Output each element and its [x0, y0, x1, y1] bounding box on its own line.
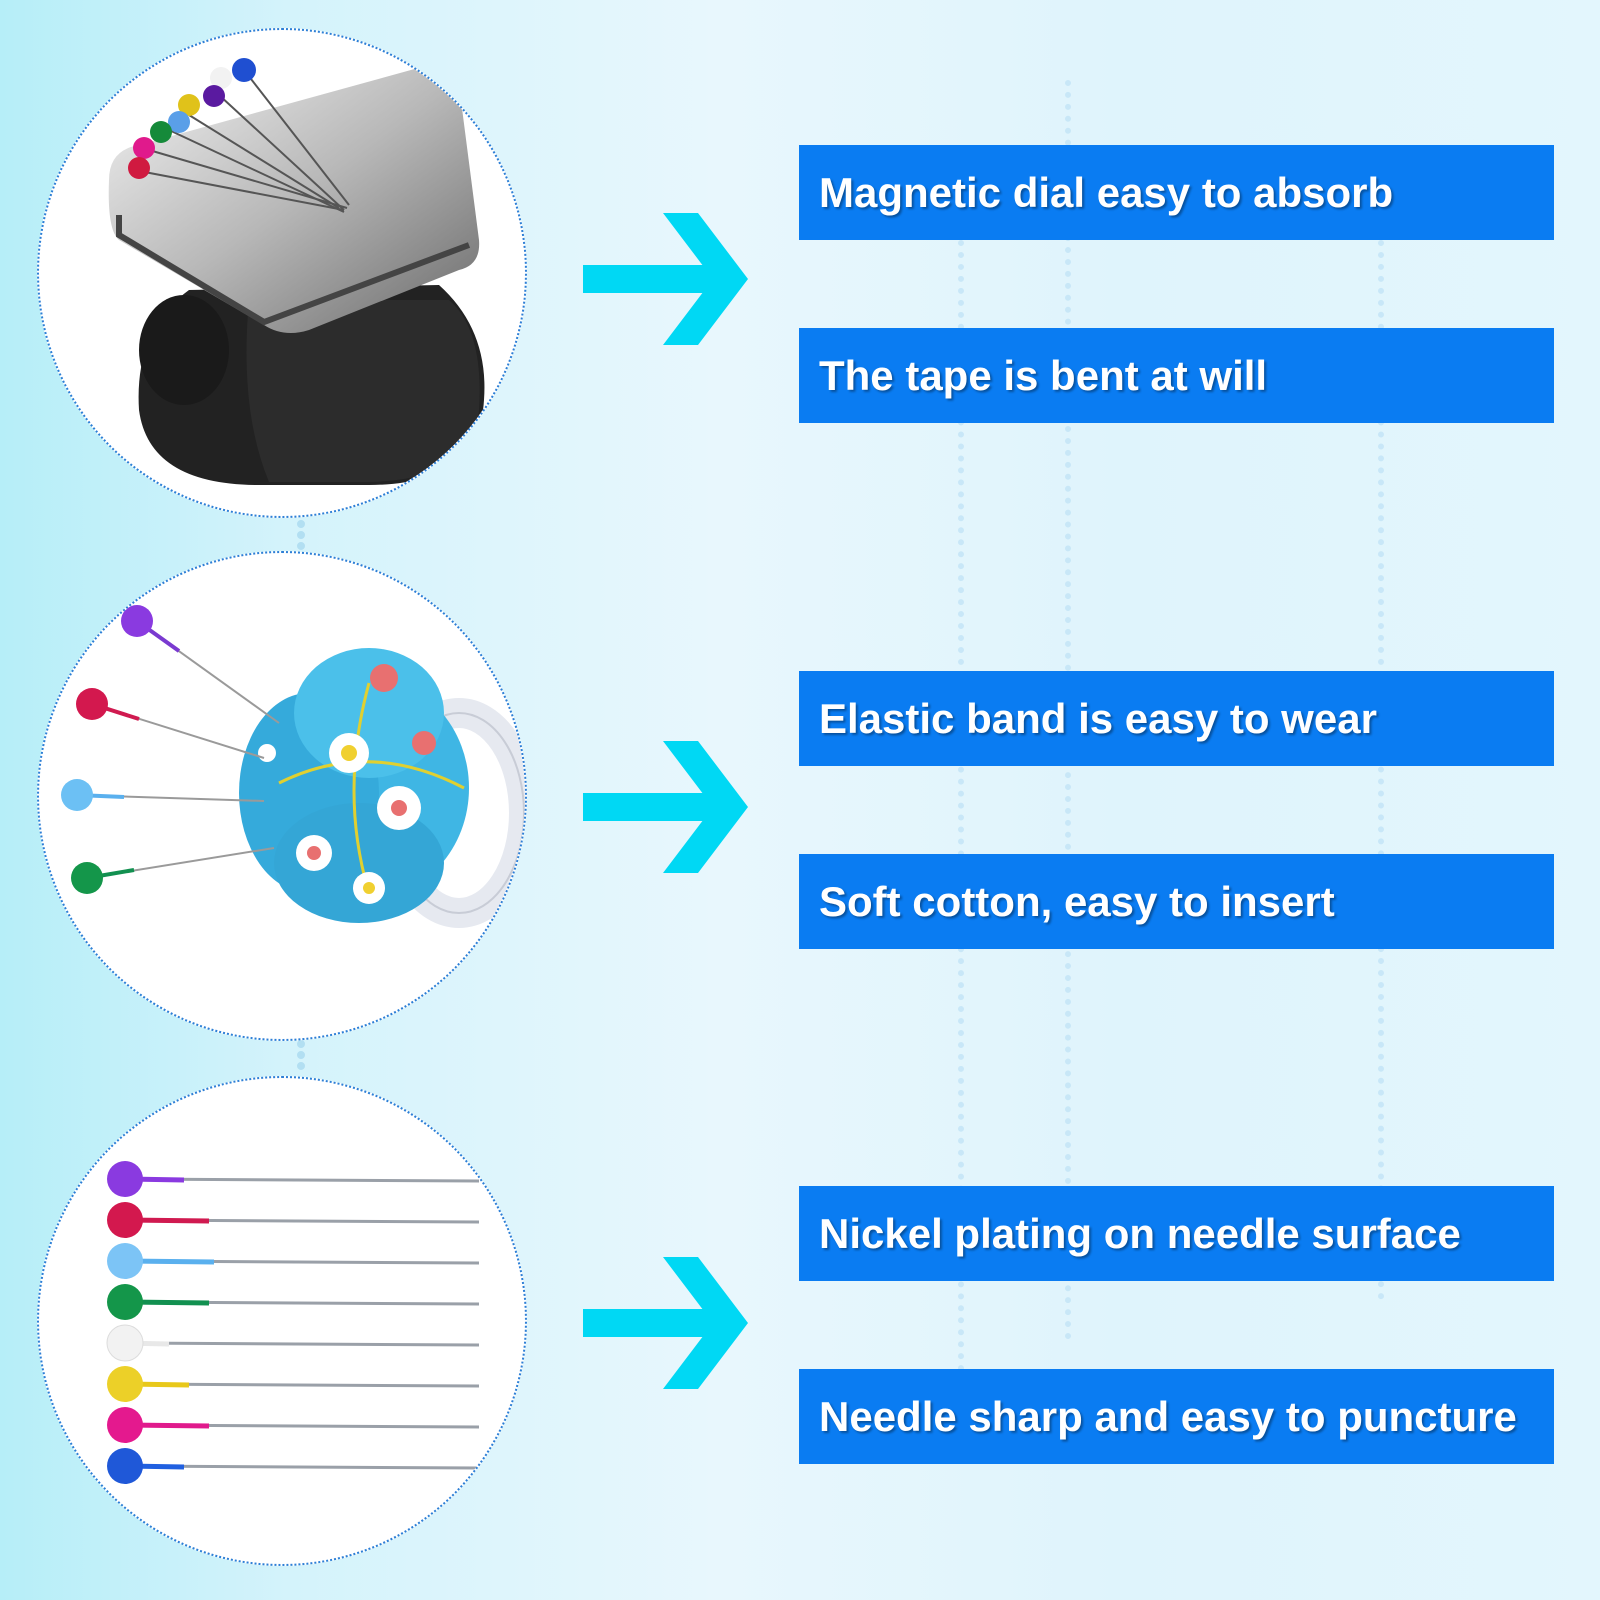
- connector-dotted-line: [297, 1040, 305, 1070]
- pin-cushion-image: [61, 605, 525, 928]
- feature-label: Elastic band is easy to wear: [799, 671, 1554, 766]
- arrow-right-icon: [583, 213, 748, 345]
- feature-label: The tape is bent at will: [799, 328, 1554, 423]
- feature-label: Soft cotton, easy to insert: [799, 854, 1554, 949]
- feature-text: The tape is bent at will: [819, 352, 1268, 399]
- feature-text: Needle sharp and easy to puncture: [819, 1393, 1517, 1440]
- feature-label: Nickel plating on needle surface: [799, 1186, 1554, 1281]
- feature-text: Magnetic dial easy to absorb: [819, 169, 1394, 216]
- magnetic-wristband-image: [108, 58, 485, 485]
- feature-label: Magnetic dial easy to absorb: [799, 145, 1554, 240]
- product-circle-pins: [37, 1076, 527, 1566]
- feature-text: Nickel plating on needle surface: [819, 1210, 1461, 1257]
- product-circle-magnetic-wristband: [37, 28, 527, 518]
- product-circle-pin-cushion: [37, 551, 527, 1041]
- bg-dotted-line: [958, 240, 964, 1420]
- arrow-right-icon: [583, 1257, 748, 1389]
- connector-dotted-line: [297, 520, 305, 550]
- pins-image: [106, 1161, 480, 1484]
- feature-text: Soft cotton, easy to insert: [819, 878, 1335, 925]
- feature-label: Needle sharp and easy to puncture: [799, 1369, 1554, 1464]
- arrow-right-icon: [583, 741, 748, 873]
- bg-dotted-line: [1378, 240, 1384, 1300]
- feature-text: Elastic band is easy to wear: [819, 695, 1377, 742]
